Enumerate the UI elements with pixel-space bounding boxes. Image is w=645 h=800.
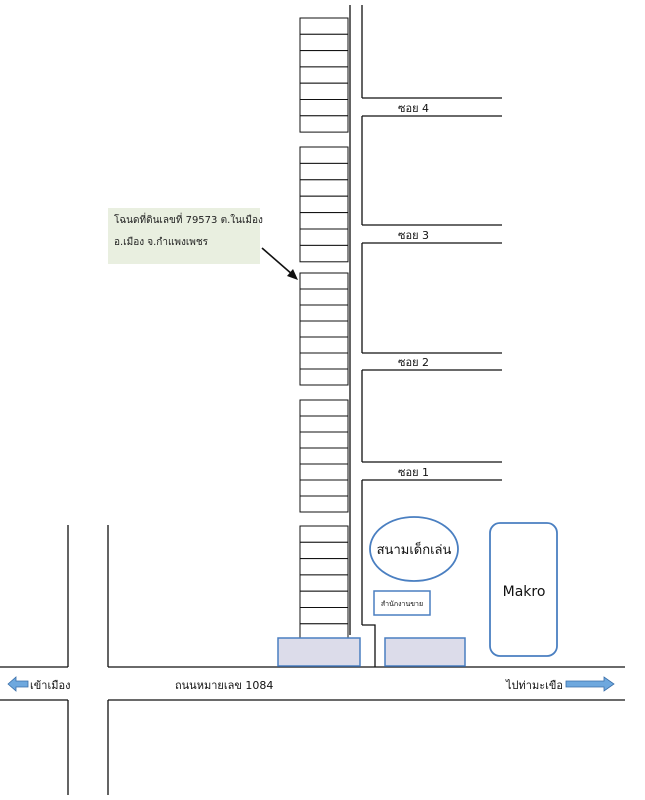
land-plot [299,228,349,246]
land-plot [299,352,349,370]
left-road [67,525,109,795]
land-plot [299,399,349,417]
land-plot [299,17,349,35]
land-plot [299,463,349,481]
land-plot [299,590,349,609]
land-plots [299,17,349,641]
land-plot [299,368,349,386]
soi-branches [362,97,502,481]
soi-2-label: ซอย 2 [398,356,429,369]
land-plot [299,50,349,68]
land-plot [299,179,349,197]
center-road [349,5,376,667]
land-plot [299,66,349,84]
roadside-building-right [384,637,466,667]
callout-line-2: อ.เมือง จ.กำแพงเพชร [114,237,209,248]
land-plot [299,115,349,133]
land-plot [299,33,349,52]
callout-line-1: โฉนดที่ดินเลขที่ 79573 ต.ในเมือง [114,215,263,226]
main-road-label: ถนนหมายเลข 1084 [175,679,273,692]
land-plot [299,99,349,117]
land-plot [299,212,349,230]
roadside-building-left [277,637,361,667]
land-plot [299,195,349,214]
land-plot [299,495,349,513]
to-city-arrow-icon [7,676,29,692]
makro-label: Makro [503,584,546,600]
land-plot [299,415,349,433]
soi-4-label: ซอย 4 [398,102,429,115]
land-plot [299,574,349,592]
land-plot [299,541,349,560]
land-plot [299,272,349,290]
land-plot [299,288,349,306]
callout-arrow [261,247,298,280]
land-plot [299,146,349,164]
land-plot [299,304,349,322]
sales-office: สำนักงานขาย [373,590,431,616]
land-plot [299,244,349,263]
land-plot [299,447,349,465]
land-plot [299,82,349,100]
to-pier-label: ไปท่ามะเขือ [505,679,563,692]
soi-3-label: ซอย 3 [398,229,429,242]
playground-label: สนามเด็กเล่น [377,540,452,558]
sales-office-label: สำนักงานขาย [381,600,423,608]
land-plot [299,525,349,543]
land-plot [299,336,349,354]
main-road [0,666,625,701]
to-city-label: เข้าเมือง [30,679,70,692]
deed-callout: โฉนดที่ดินเลขที่ 79573 ต.ในเมือง อ.เมือง… [108,208,263,264]
land-plot [299,479,349,497]
land-plot [299,431,349,449]
playground: สนามเด็กเล่น [369,516,459,582]
highlighted-plot [299,162,349,181]
land-plot [299,320,349,338]
makro-building: Makro [489,522,558,657]
soi-1-label: ซอย 1 [398,466,429,479]
land-plot [299,607,349,625]
land-plot [299,558,349,576]
to-pier-arrow-icon [565,676,615,692]
